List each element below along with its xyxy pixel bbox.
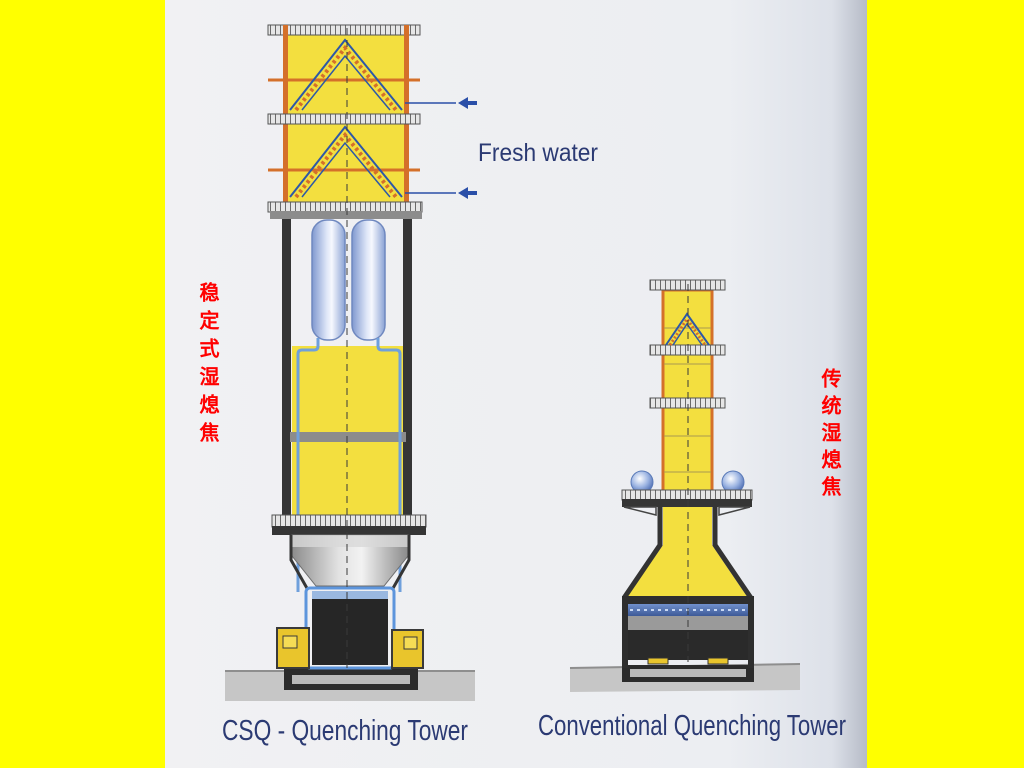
fresh-water-inlet-upper	[405, 97, 477, 109]
fresh-water-label: Fresh water	[478, 139, 598, 167]
csq-left-strut	[289, 535, 310, 591]
conventional-platform-beam	[622, 499, 752, 507]
csq-water-tank-right	[351, 219, 386, 341]
csq-right-water-pipe	[376, 338, 402, 592]
conventional-quenching-tower	[569, 279, 801, 692]
csq-right-strut	[390, 535, 411, 591]
csq-platform-grating	[271, 514, 427, 528]
conventional-wheel-right	[707, 657, 729, 665]
csq-left-column	[282, 219, 291, 525]
csq-lower-grating	[267, 201, 423, 213]
conventional-left-bracket	[623, 506, 657, 516]
csq-deck	[270, 211, 422, 219]
csq-quenching-tower	[225, 24, 477, 701]
csq-right-locomotive	[391, 629, 424, 669]
csq-left-water-pipe	[296, 338, 320, 592]
csq-tower-caption: CSQ - Quenching Tower	[222, 715, 468, 747]
conventional-tower-caption: Conventional Quenching Tower	[538, 710, 846, 742]
conventional-wheel-left	[647, 657, 669, 665]
fresh-water-inlet-lower	[405, 187, 477, 199]
arrow-left-icon	[458, 97, 477, 109]
csq-mid-grating	[267, 113, 421, 125]
conventional-chimney-rings	[664, 327, 711, 473]
csq-upper-spray-baffle	[289, 38, 403, 112]
conventional-right-post	[748, 598, 754, 668]
csq-left-locomotive	[276, 627, 310, 669]
arrow-left-icon	[458, 187, 477, 199]
csq-platform-beam	[272, 526, 426, 535]
conventional-right-bracket	[718, 506, 751, 516]
csq-top-grating	[267, 24, 421, 36]
conventional-left-post	[622, 598, 628, 668]
conventional-hood	[626, 545, 748, 598]
csq-lower-spray-baffle	[289, 125, 403, 199]
conventional-chinese-label: 传统湿熄焦	[818, 368, 842, 503]
csq-cross-beam	[290, 432, 406, 442]
csq-coke-car	[312, 591, 388, 665]
csq-water-tank-left	[311, 219, 346, 341]
conventional-spray-baffle	[665, 312, 710, 346]
conventional-platform-grating	[621, 489, 753, 501]
csq-right-column	[403, 219, 412, 525]
csq-chinese-label: 稳定式湿熄焦	[196, 282, 220, 450]
